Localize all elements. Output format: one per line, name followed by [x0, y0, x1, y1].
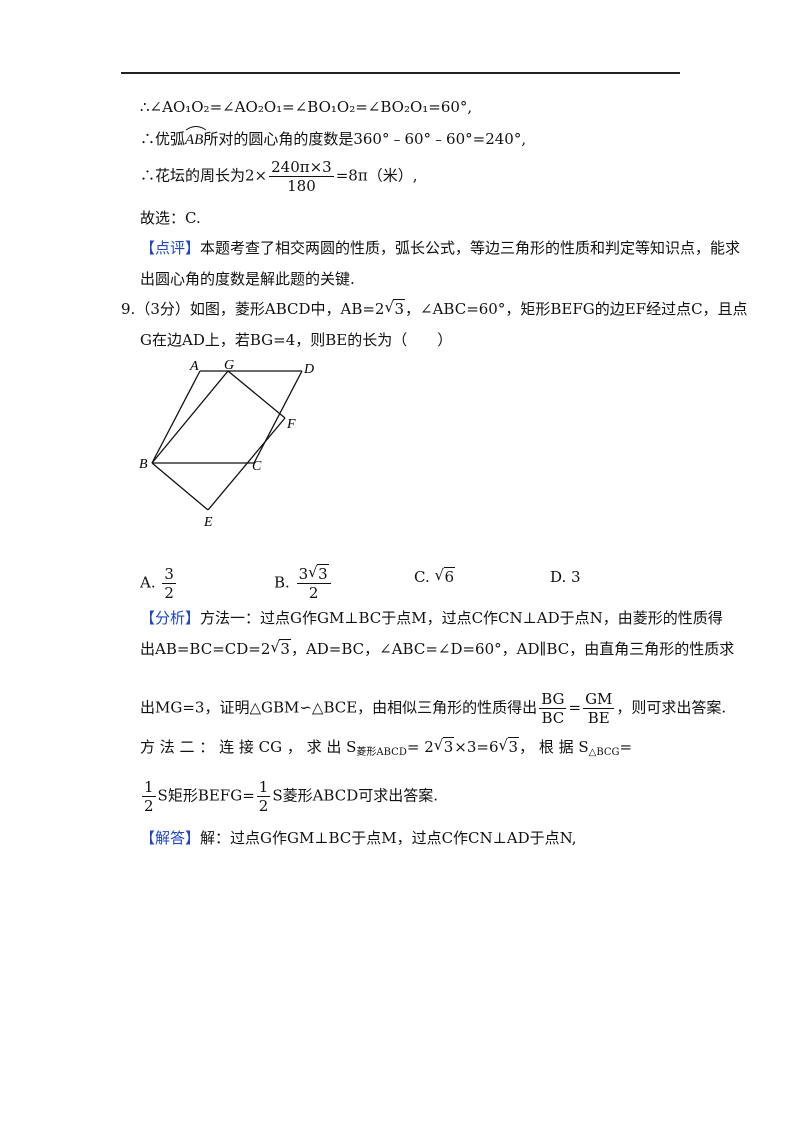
label-e: E	[203, 515, 213, 530]
solution-line-1: ∴∠AO₁O₂=∠AO₂O₁=∠BO₁O₂=∠BO₂O₁=60°,	[140, 98, 473, 116]
comment-line-1: 【点评】本题考查了相交两圆的性质，弧长公式，等边三角形的性质和判定等知识点，能求	[140, 239, 741, 257]
label-g: G	[224, 358, 234, 373]
comment-tag: 【点评】	[140, 239, 201, 257]
analysis-line-1: 【分析】方法一：过点G作GM⊥BC于点M，过点C作CN⊥AD于点N，由菱形的性质…	[140, 609, 723, 627]
analysis-tag: 【分析】	[140, 609, 201, 627]
analysis-line-2: 出AB=BC=CD=23，AD=BC，∠ABC=∠D=60°，AD∥BC，由直角…	[140, 636, 734, 660]
label-c: C	[252, 459, 262, 474]
option-b[interactable]: B. 332	[274, 563, 333, 602]
solution-line-4: 故选：C.	[140, 209, 201, 227]
option-c[interactable]: C. 6	[414, 566, 456, 586]
option-d[interactable]: D. 3	[550, 568, 581, 586]
answer-tag: 【解答】	[140, 829, 201, 847]
comment-line-2: 出圆心角的度数是解此题的关键.	[140, 270, 355, 288]
header-rule	[121, 72, 680, 74]
arc-mark-icon	[185, 126, 207, 131]
answer-line-1: 【解答】解：过点G作GM⊥BC于点M，过点C作CN⊥AD于点N,	[140, 829, 577, 847]
label-f: F	[286, 417, 296, 432]
question-9-line-2: G在边AD上，若BG=4，则BE的长为（ ）	[140, 331, 453, 349]
label-a: A	[189, 359, 199, 374]
arc-ab: AB	[185, 126, 207, 151]
label-b: B	[139, 457, 148, 472]
analysis-line-4: 方 法 二 ： 连 接 CG ， 求 出 S菱形ABCD= 23×3=63， 根…	[140, 734, 632, 764]
label-d: D	[303, 362, 314, 377]
geometry-figure: A G D F B C E	[139, 358, 314, 530]
question-9-line-1: 9.（3分）如图，菱形ABCD中，AB=23，∠ABC=60°，矩形BEFG的边…	[121, 296, 748, 320]
